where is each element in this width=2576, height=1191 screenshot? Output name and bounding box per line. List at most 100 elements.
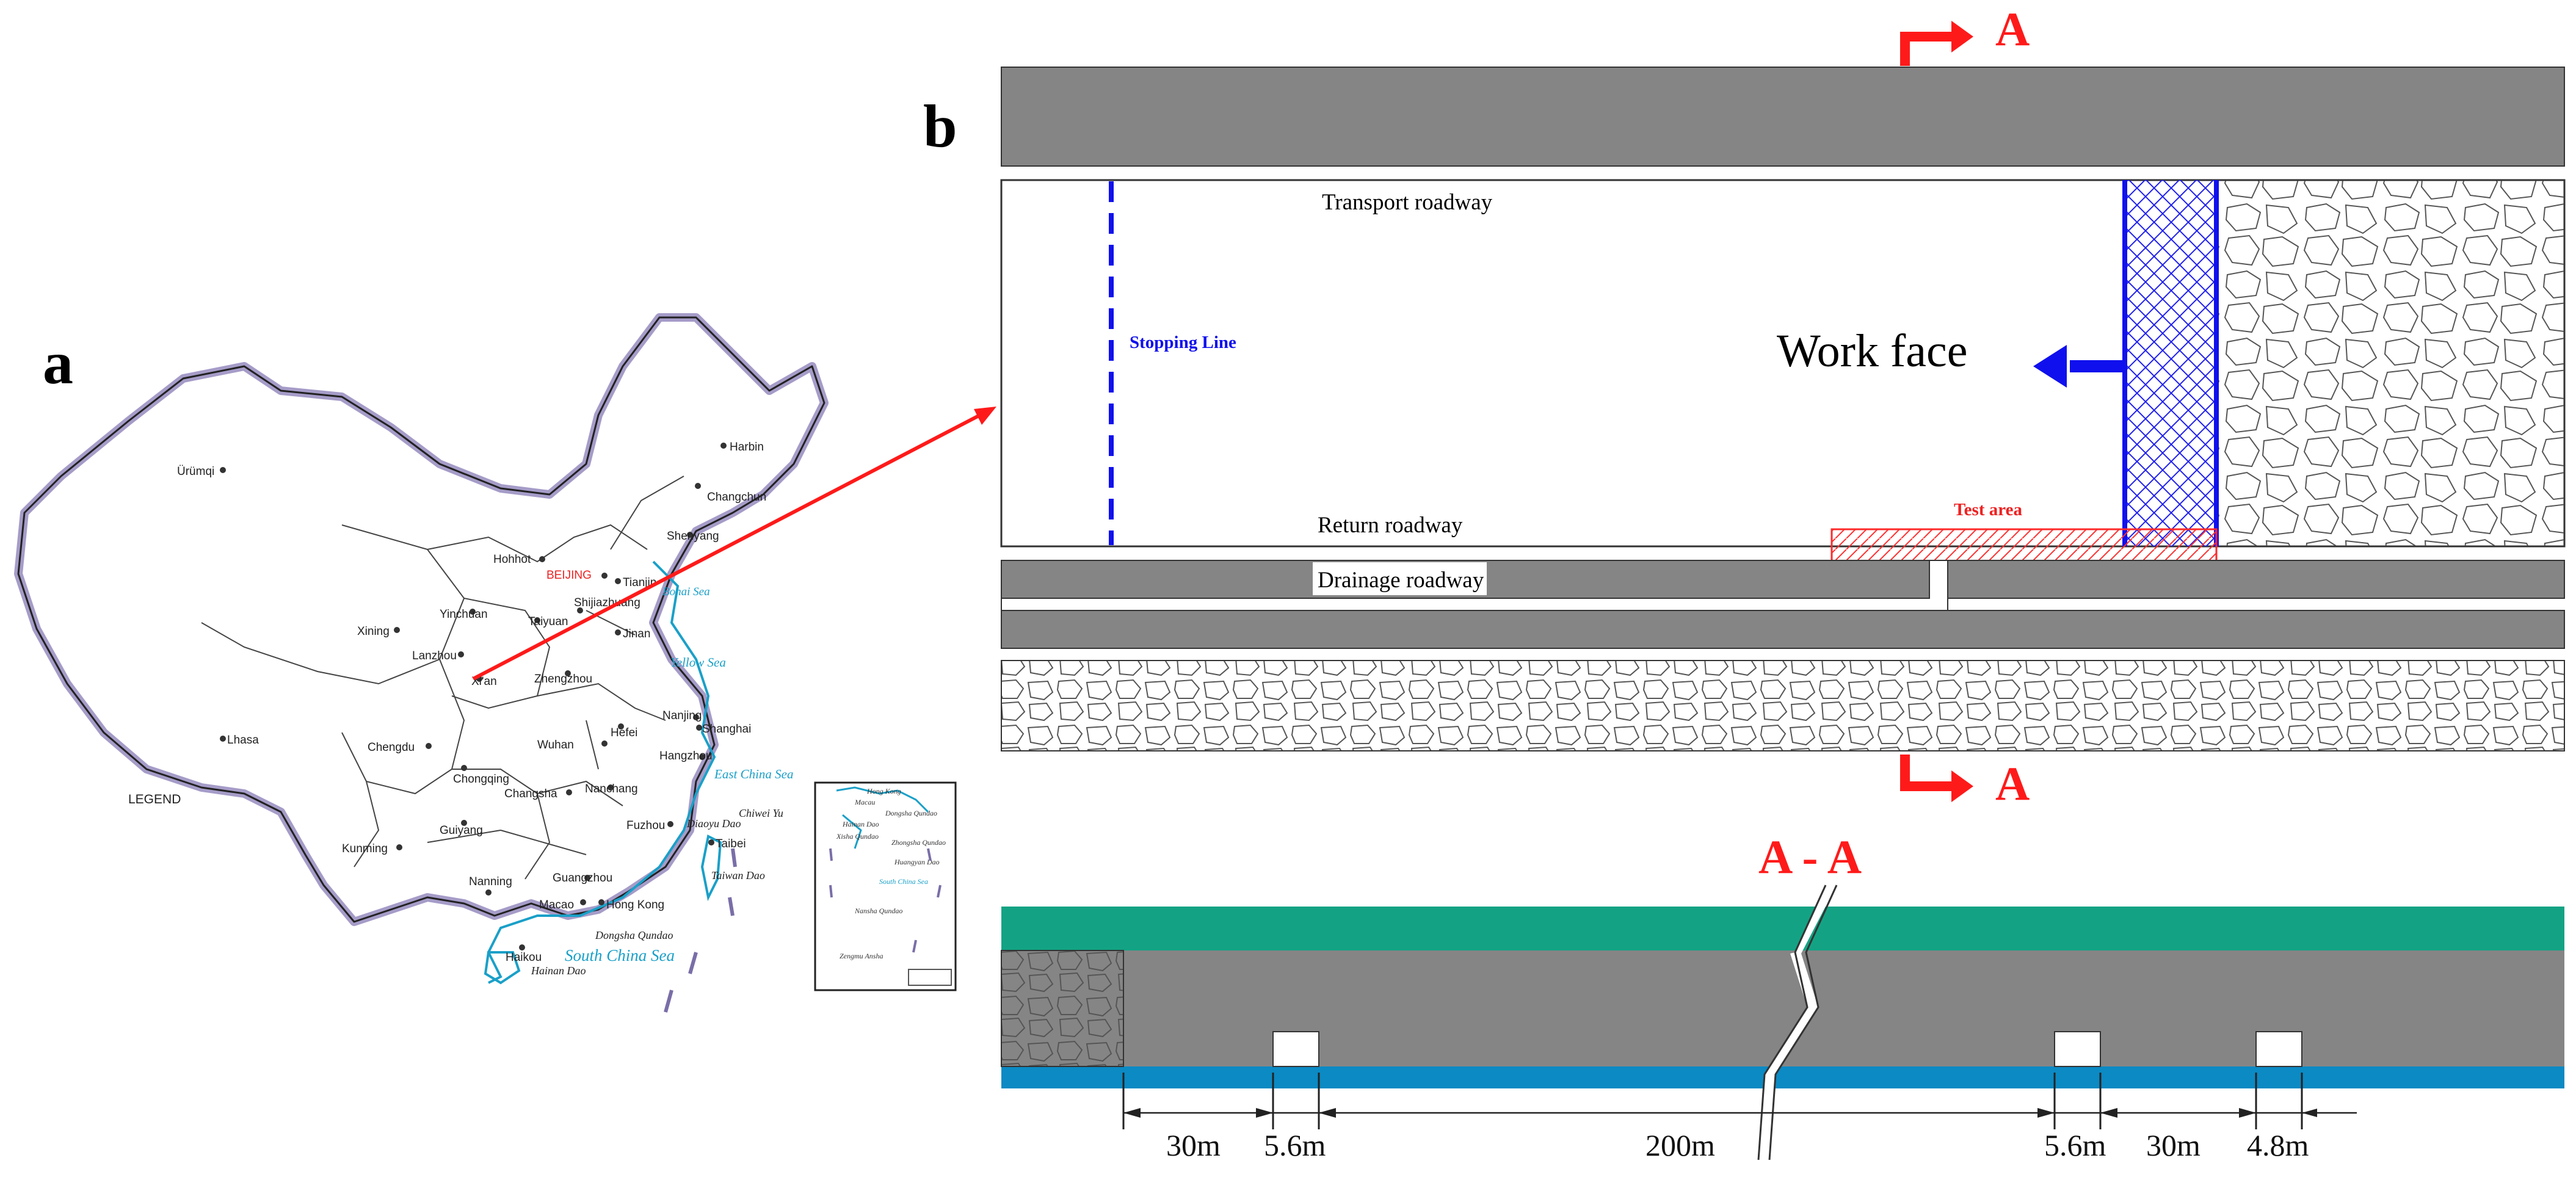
- china-map: Ürümqi Harbin Changchun Shenyang Hohhot …: [14, 313, 829, 1013]
- inset-label: Zengmu Ansha: [840, 952, 883, 960]
- work-face-label: Work face: [1777, 325, 1967, 377]
- city-label: Yinchuan: [440, 608, 488, 621]
- stratum-blue: [1001, 1066, 2564, 1088]
- city-label: Shanghai: [702, 723, 751, 736]
- island-labels: Diaoyu Dao Chiwei Yu Taiwan Dao Dongsha …: [531, 807, 783, 977]
- city-label: Chengdu: [368, 741, 415, 754]
- transport-roadway-label: Transport roadway: [1322, 190, 1493, 215]
- return-roadway-label: Return roadway: [1318, 513, 1463, 538]
- city-label: Hangzhou: [659, 750, 713, 762]
- gob-area: [2216, 179, 2565, 547]
- island-label: Chiwei Yu: [739, 807, 783, 819]
- drainage-roadway: [1001, 560, 1948, 611]
- sea-label: South China Sea: [565, 946, 675, 965]
- rock-strata-middle-2: [1001, 610, 2565, 649]
- city-label: Haikou: [506, 951, 542, 964]
- city-label: Hohhot: [493, 553, 531, 566]
- city-label: Fuzhou: [626, 819, 665, 832]
- panel-a-label: a: [43, 329, 73, 397]
- inset-label: Nansha Qundao: [854, 907, 902, 915]
- dimension-arrowheads: [1123, 1108, 2317, 1118]
- city-label: Changchun: [707, 491, 766, 504]
- inset-label: South China Sea: [879, 877, 928, 886]
- roadway-opening: [2255, 1031, 2302, 1067]
- inset-label: Hainan Dao: [842, 820, 879, 828]
- city-label: BEIJING: [546, 569, 592, 582]
- city-label: Wuhan: [537, 739, 574, 751]
- section-marker-top: A: [1900, 2, 2030, 66]
- island-label: Taiwan Dao: [711, 869, 765, 881]
- section-marker-bottom: A: [1900, 755, 2030, 810]
- inset-label: Hong Kong: [866, 787, 901, 795]
- city-label: Taiyuan: [528, 615, 568, 628]
- rock-strata-middle-1: [1001, 560, 2565, 599]
- city-label: Macao: [539, 899, 574, 911]
- city-label: Changsha: [504, 787, 557, 800]
- dimension-label: 5.6m: [2044, 1128, 2106, 1162]
- advance-direction-arrow: [2033, 345, 2125, 388]
- sea-label: Bohai Sea: [662, 585, 710, 598]
- city-label: Harbin: [730, 441, 764, 454]
- rock-strata-top: [1001, 67, 2565, 167]
- dimension-label: 200m: [1645, 1128, 1715, 1162]
- city-label: Hefei: [611, 726, 637, 739]
- sea-label: Yellow Sea: [670, 655, 726, 670]
- dimension-label: 30m: [1166, 1128, 1221, 1162]
- city-label: Nanchang: [585, 783, 638, 795]
- section-marker-label: A: [1995, 2, 2030, 56]
- support-zone: [2125, 180, 2216, 546]
- city-label: Guangzhou: [553, 872, 612, 885]
- inset-label: Zhongsha Qundao: [891, 838, 946, 847]
- city-label: Nanjing: [662, 709, 702, 722]
- taiwan-island: [700, 834, 722, 902]
- province-lines: [201, 476, 684, 880]
- city-label: Zhengzhou: [534, 673, 592, 686]
- inset-label: Macau: [854, 798, 875, 806]
- section-marker-label: A: [1995, 757, 2030, 810]
- dimension-label: 30m: [2146, 1128, 2200, 1162]
- city-label: Ürümqi: [177, 465, 214, 478]
- city-labels: Ürümqi Harbin Changchun Shenyang Hohhot …: [177, 441, 766, 964]
- test-area-label: Test area: [1954, 500, 2022, 519]
- city-label: Kunming: [342, 842, 388, 855]
- connector-arrowhead: [974, 407, 996, 425]
- city-dots: [220, 443, 727, 950]
- map-outline: [14, 313, 829, 926]
- city-label: Lhasa: [227, 734, 259, 747]
- dimension-ticks: [1122, 1073, 2303, 1129]
- city-label: Lanzhou: [412, 650, 457, 662]
- stopping-line-label: Stopping Line: [1130, 333, 1236, 352]
- inset-label: Xisha Qundao: [836, 832, 879, 841]
- inset-label: Huangyan Dao: [894, 858, 940, 866]
- dimension-label: 4.8m: [2247, 1128, 2309, 1162]
- location-connector-arrow: [472, 413, 981, 681]
- city-label: Chongqing: [453, 773, 509, 786]
- dimension-label: 5.6m: [1264, 1128, 1326, 1162]
- hainan-island: [484, 951, 521, 985]
- inset-label: Dongsha Qundao: [885, 809, 937, 817]
- panel-b-label: b: [923, 92, 957, 160]
- city-label: Jinan: [623, 628, 650, 640]
- sea-labels: Bohai Sea Yellow Sea East China Sea Sout…: [565, 585, 794, 965]
- city-label: Guiyang: [440, 824, 483, 837]
- dimension-labels: 30m 5.6m 200m 5.6m 30m 4.8m: [1166, 1128, 2309, 1162]
- section-aa-title: A - A: [1758, 830, 1862, 883]
- city-label: Xining: [357, 625, 390, 638]
- island-label: Dongsha Qundao: [595, 929, 673, 941]
- drainage-label-box: [1313, 562, 1487, 595]
- south-sea-dashes: [664, 848, 737, 1013]
- roadway-opening: [2054, 1031, 2101, 1067]
- section-break: [1757, 885, 1838, 1160]
- coastline: [487, 560, 716, 984]
- city-label: Taibei: [716, 838, 746, 850]
- stratum-green: [1001, 907, 2564, 950]
- roadway-opening: [1272, 1031, 1319, 1067]
- gob-strip-lower: [1001, 660, 2565, 751]
- map-inset: Hong Kong Macau Dongsha Qundao Hainan Da…: [814, 781, 957, 991]
- map-legend-label: LEGEND: [128, 792, 181, 806]
- city-label: Hong Kong: [606, 899, 664, 911]
- island-label: Hainan Dao: [531, 965, 586, 977]
- island-label: Diaoyu Dao: [686, 817, 741, 830]
- city-label: Nanning: [469, 875, 512, 888]
